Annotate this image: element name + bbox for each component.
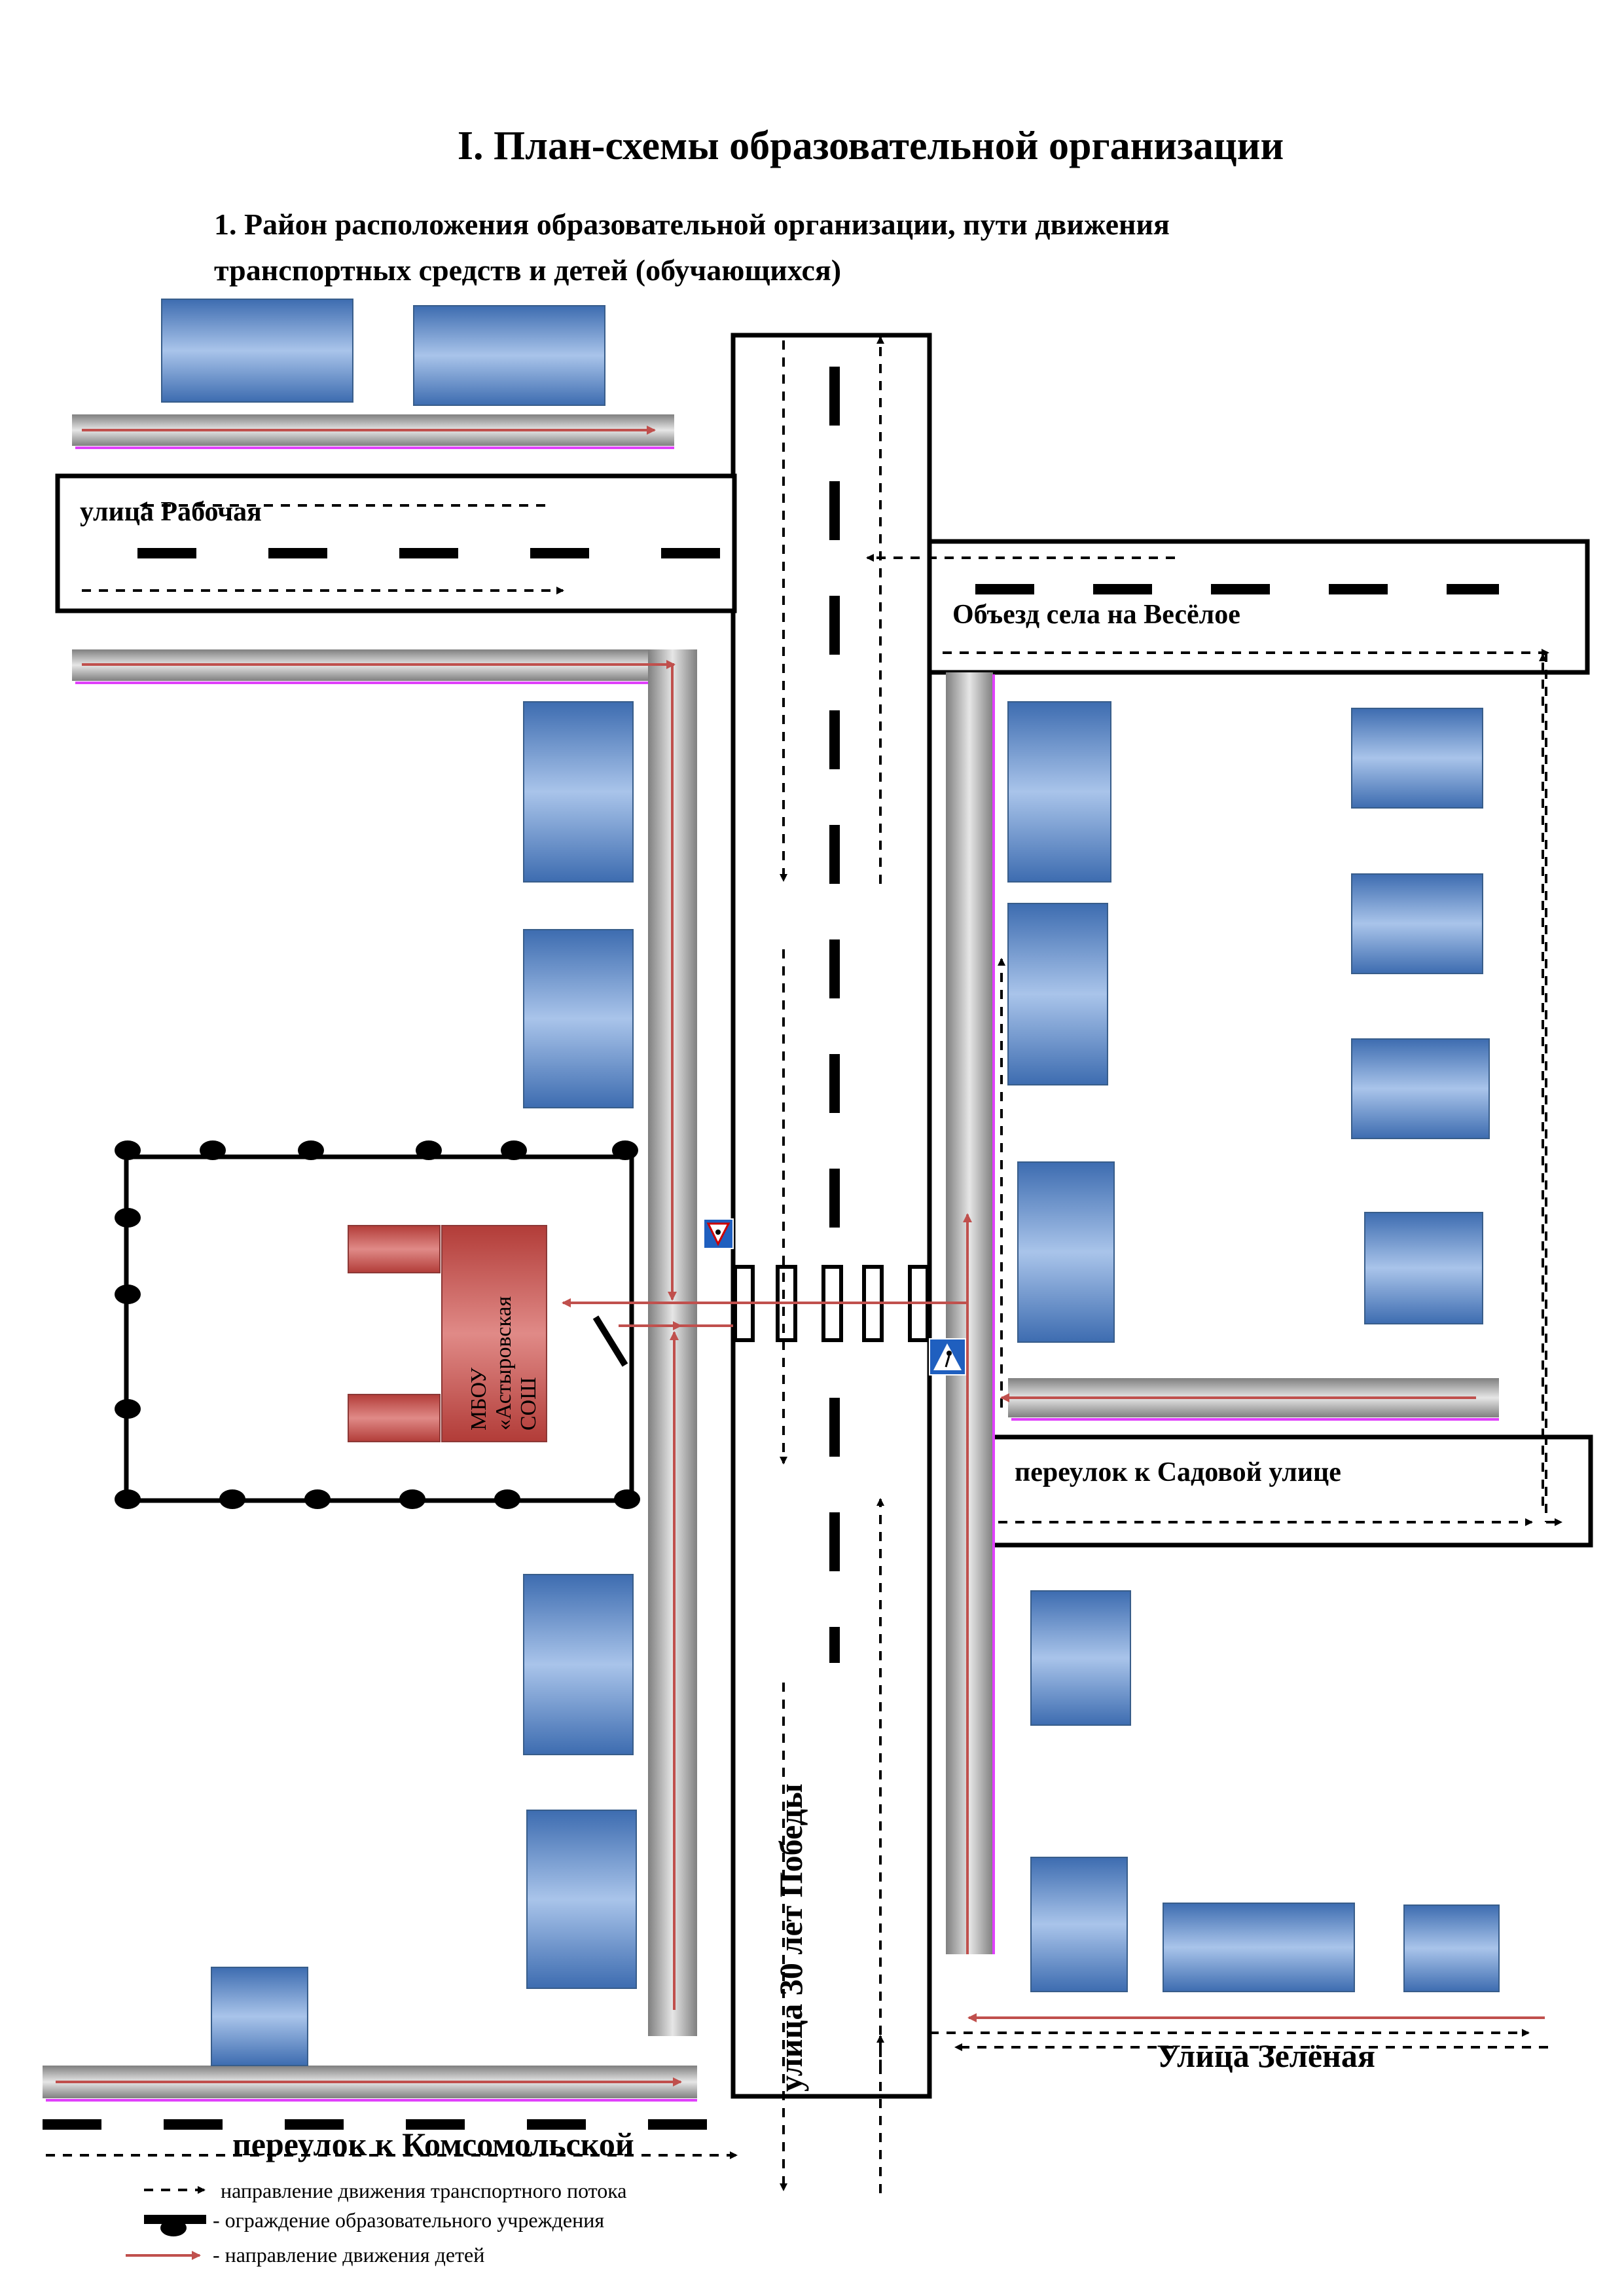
building [526,1810,637,1989]
building [1351,1038,1490,1139]
building [1163,1903,1355,1992]
building [1364,1212,1483,1324]
building [1007,903,1108,1085]
building [413,305,605,406]
building [523,701,634,883]
street-label-zelenaya: Улица Зелёная [1157,2037,1375,2074]
traffic-flow-arrows [46,336,1549,2193]
building [211,1967,308,2066]
building [1030,1857,1128,1992]
building [523,1574,634,1755]
building [1007,701,1111,883]
residential-buildings [161,299,1500,2066]
legend: направление движения транспортного поток… [126,2179,627,2267]
road-obezd [927,539,1590,675]
children-crossing-sign-icon [703,1218,734,1249]
legend-children-text: - направление движения детей [213,2243,484,2267]
legend-traffic-text: направление движения транспортного поток… [221,2179,627,2202]
school-gate [592,1315,628,1367]
school-label-line3: СОШ [516,1377,541,1430]
legend-fence-symbol [144,2215,206,2236]
school-building: МБОУ «Астыровская СОШ [348,1225,547,1442]
street-label-komsomolskaya: переулок к Комсомольской [232,2126,634,2162]
road-sadovaya [989,1434,1593,1548]
legend-fence-text: - ограждение образовательного учреждения [213,2208,604,2232]
building [1351,708,1483,809]
building [1030,1590,1131,1726]
pedestrian-crossing-sign-icon [929,1338,966,1376]
school-label-line2: «Астыровская [492,1296,516,1430]
street-label-obezd: Объезд села на Весёлое [952,600,1240,630]
page-subtitle-line1: 1. Район расположения образовательной ор… [214,208,1170,241]
school-label-line1: МБОУ [467,1367,491,1430]
street-label-rabochaya: улица Рабочая [80,497,262,527]
school-fence [115,1140,640,1509]
building [1017,1161,1115,1343]
road-rabochaya [55,473,737,613]
page-subtitle-line2: транспортных средств и детей (обучающихс… [214,253,841,287]
sidewalk-right-vertical [946,672,993,1954]
page-title: I. План-схемы образовательной организаци… [458,124,1284,168]
building [1403,1904,1500,1992]
children-movement-path [56,426,1545,2086]
building [161,299,353,403]
building [523,929,634,1108]
building [1351,873,1483,974]
street-label-sadovaya: переулок к Садовой улице [1015,1457,1341,1487]
street-label-pobedy: улица 30 лет Победы [772,1783,809,2092]
